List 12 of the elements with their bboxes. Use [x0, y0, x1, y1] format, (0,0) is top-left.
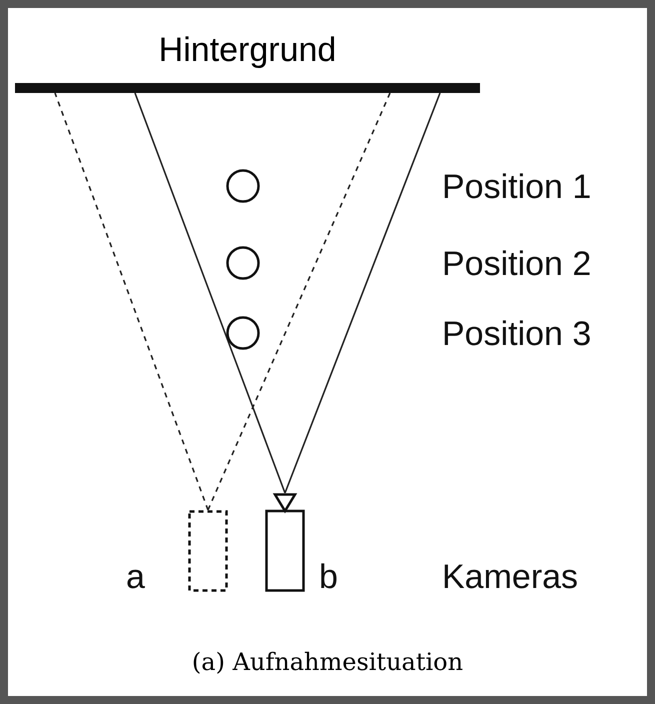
- sight-line: [284, 92, 441, 494]
- camera-letter: a: [126, 560, 145, 594]
- position-label: Position 3: [442, 317, 592, 351]
- sight-line: [134, 92, 286, 494]
- camera-label: Kameras: [442, 560, 578, 594]
- caption: (a) Aufnahmesituation: [192, 648, 464, 676]
- position-label: Position 1: [442, 170, 592, 204]
- camera-letter: b: [319, 560, 338, 594]
- heading: Hintergrund: [158, 31, 336, 69]
- position-label: Position 2: [442, 247, 592, 281]
- dashed-sight-line: [54, 92, 209, 510]
- dashed-sight-line: [207, 92, 391, 510]
